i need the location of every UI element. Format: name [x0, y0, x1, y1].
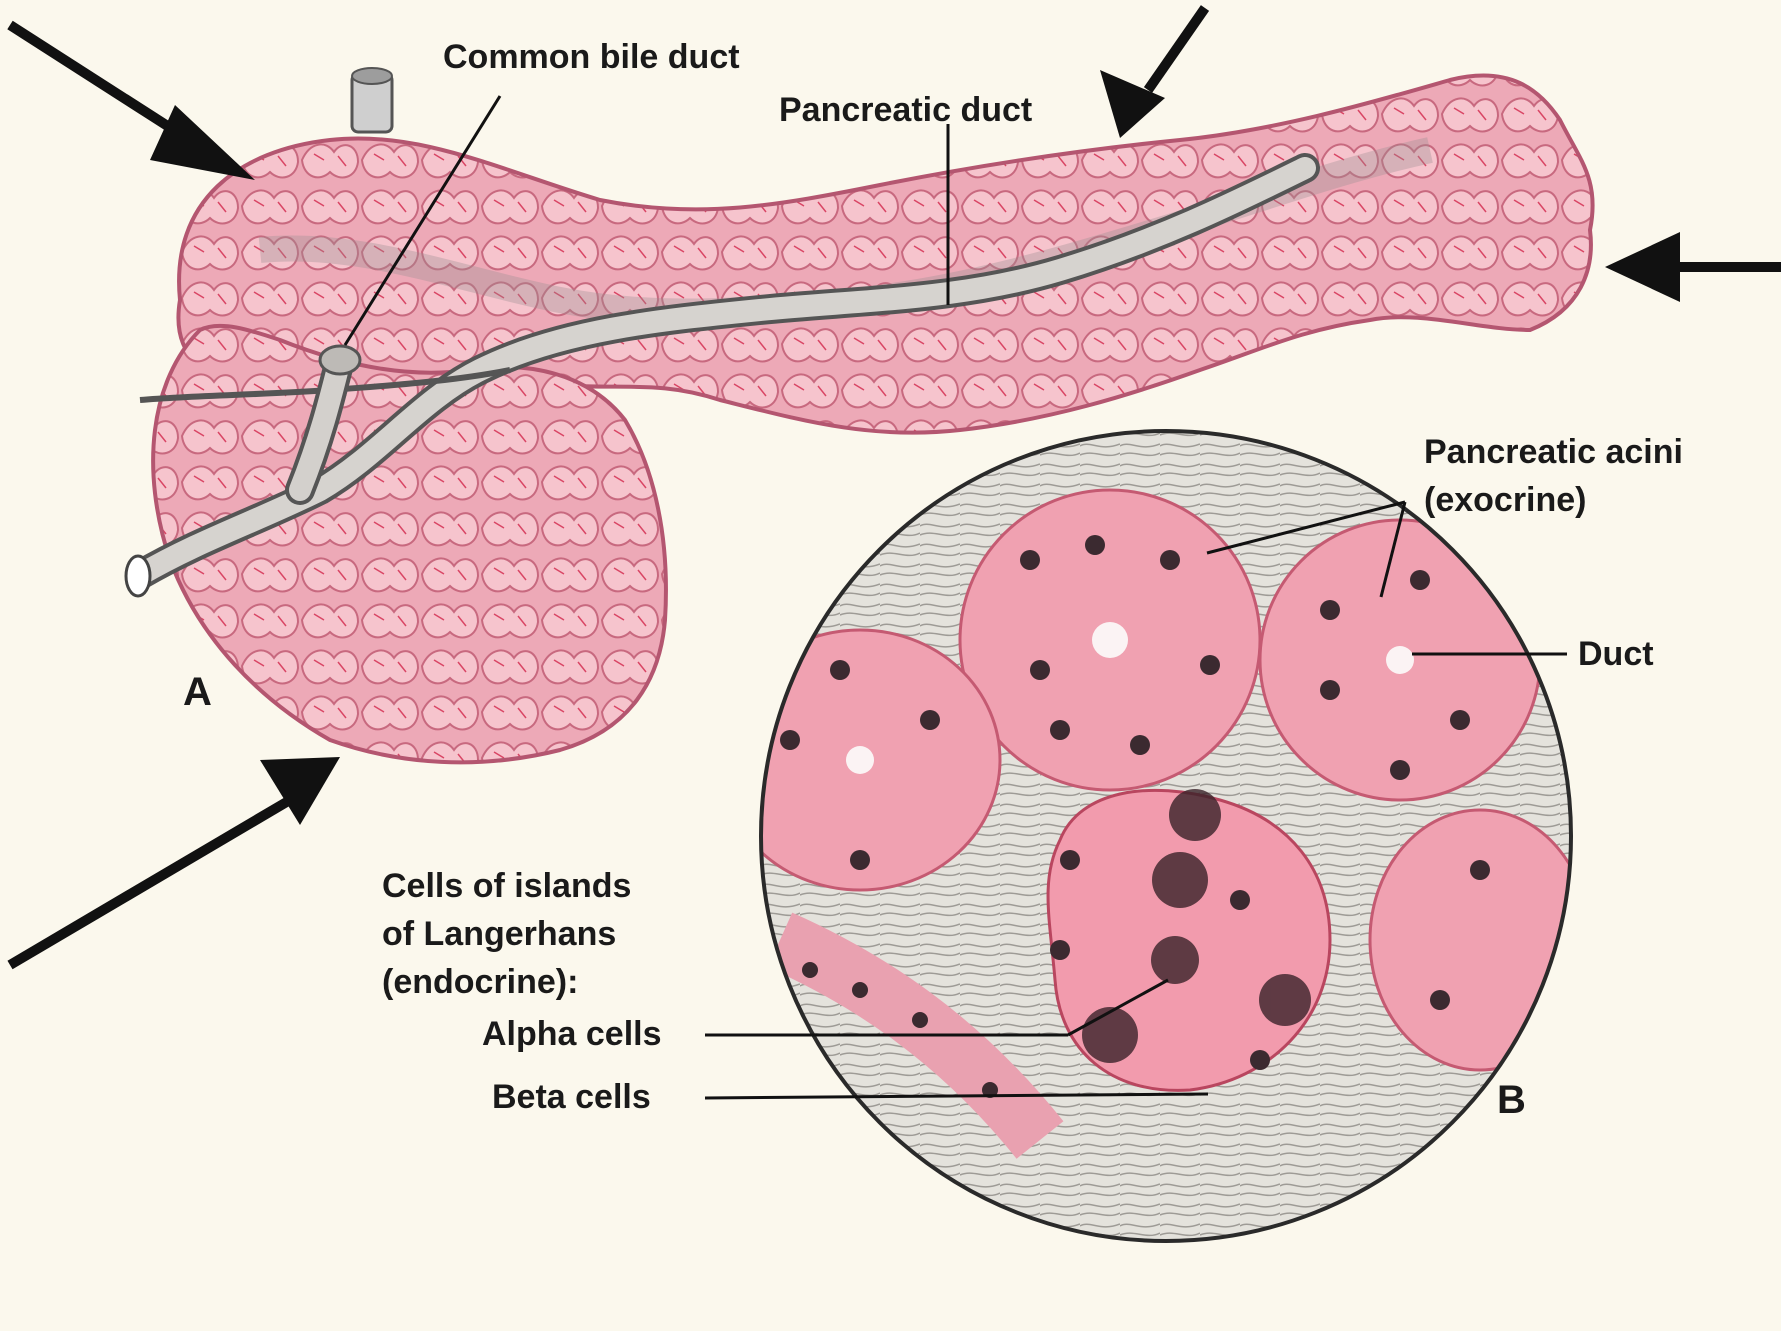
acinus [960, 490, 1260, 790]
common-bile-duct-label: Common bile duct [443, 37, 740, 78]
arrow-bottom-left-icon [10, 757, 340, 965]
panel-b-label: B [1497, 1076, 1526, 1124]
pancreatic-acini-sublabel: (exocrine) [1424, 480, 1587, 521]
arrow-top-center-icon [1100, 8, 1205, 138]
arrow-right-icon [1605, 232, 1781, 302]
pancreatic-acini-label: Pancreatic acini [1424, 432, 1683, 473]
arrow-top-left-icon [10, 25, 255, 180]
islands-label-line1: Cells of islands [382, 866, 631, 907]
histology-section [720, 431, 1590, 1241]
beta-cells-label: Beta cells [492, 1077, 651, 1118]
duct-label: Duct [1578, 634, 1654, 675]
alpha-cells-label: Alpha cells [482, 1014, 662, 1055]
pancreatic-duct-label: Pancreatic duct [779, 90, 1032, 131]
acinus [1260, 520, 1540, 800]
islands-label-line3: (endocrine): [382, 962, 578, 1003]
islands-label-line2: of Langerhans [382, 914, 616, 955]
panel-a-label: A [183, 668, 212, 716]
